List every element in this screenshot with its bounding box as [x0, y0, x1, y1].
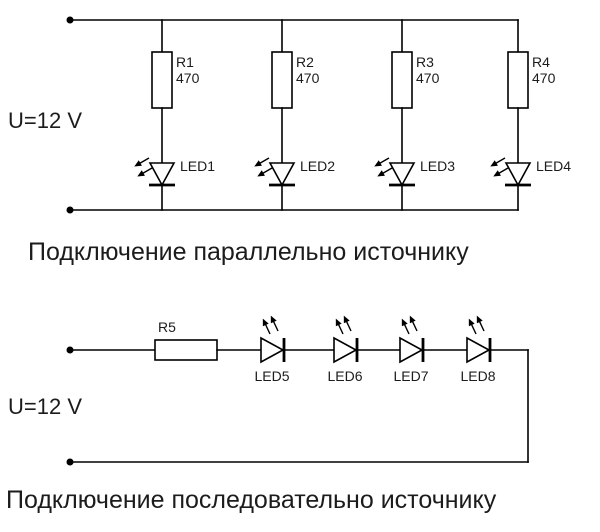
led-triangle: [399, 336, 424, 364]
led-label: LED4: [536, 158, 571, 174]
led-symbol: [251, 154, 296, 187]
led-triangle: [388, 162, 416, 187]
resistor-name: R5: [158, 319, 176, 335]
branch-1: R1 470 LED1: [131, 19, 215, 211]
voltage-label: U=12 V: [8, 394, 82, 419]
light-ray-icon: [473, 313, 488, 334]
led-triangle: [504, 162, 532, 187]
branch-2: R2 470 LED2: [251, 19, 335, 211]
led-label: LED5: [254, 368, 289, 384]
resistor-name: R2: [296, 54, 314, 70]
light-ray-icon: [131, 154, 152, 170]
led-symbol: [487, 154, 532, 187]
branch-4: R4 470 LED4: [487, 19, 571, 211]
resistor-name: R1: [176, 54, 194, 70]
led-label: LED1: [180, 158, 215, 174]
resistor-r1: [151, 51, 173, 109]
led-symbol: [398, 313, 425, 364]
parallel-circuit: U=12 V R1 470 LED1 R2 470: [8, 16, 571, 266]
led-label: LED3: [420, 158, 455, 174]
light-ray-icon: [487, 154, 508, 170]
led-symbol: [332, 313, 359, 364]
resistor-name: R4: [532, 54, 550, 70]
resistor-r2: [271, 51, 293, 109]
led-label: LED7: [393, 368, 428, 384]
led-label: LED8: [460, 368, 495, 384]
led-symbol: [131, 154, 176, 187]
light-ray-icon: [267, 313, 282, 334]
caption-series: Подключение последовательно источнику: [6, 486, 497, 514]
branch-3: R3 470 LED3: [371, 19, 455, 211]
light-ray-icon: [134, 164, 155, 180]
light-ray-icon: [340, 313, 355, 334]
caption-parallel: Подключение параллельно источнику: [28, 238, 469, 266]
led-symbol: [371, 154, 416, 187]
series-circuit: U=12 V R5 LED5 LED6 LED7: [6, 313, 529, 514]
resistor-r4: [507, 51, 529, 109]
light-ray-icon: [254, 164, 275, 180]
led-triangle: [466, 336, 491, 364]
led-triangle: [333, 336, 358, 364]
resistor-name: R3: [416, 54, 434, 70]
led-triangle: [260, 336, 285, 364]
led-label: LED6: [327, 368, 362, 384]
led-label: LED2: [300, 158, 335, 174]
led-triangle: [268, 162, 296, 187]
light-ray-icon: [406, 313, 421, 334]
resistor-r3: [391, 51, 413, 109]
resistor-value: 470: [296, 70, 320, 86]
led-symbol: [259, 313, 286, 364]
light-ray-icon: [374, 164, 395, 180]
resistor-r5: [154, 339, 218, 361]
voltage-label: U=12 V: [8, 108, 82, 133]
resistor-value: 470: [176, 70, 200, 86]
light-ray-icon: [251, 154, 272, 170]
led-triangle: [148, 162, 176, 187]
resistor-value: 470: [532, 70, 556, 86]
light-ray-icon: [490, 164, 511, 180]
resistor-value: 470: [416, 70, 440, 86]
led-symbol: [465, 313, 492, 364]
light-ray-icon: [371, 154, 392, 170]
